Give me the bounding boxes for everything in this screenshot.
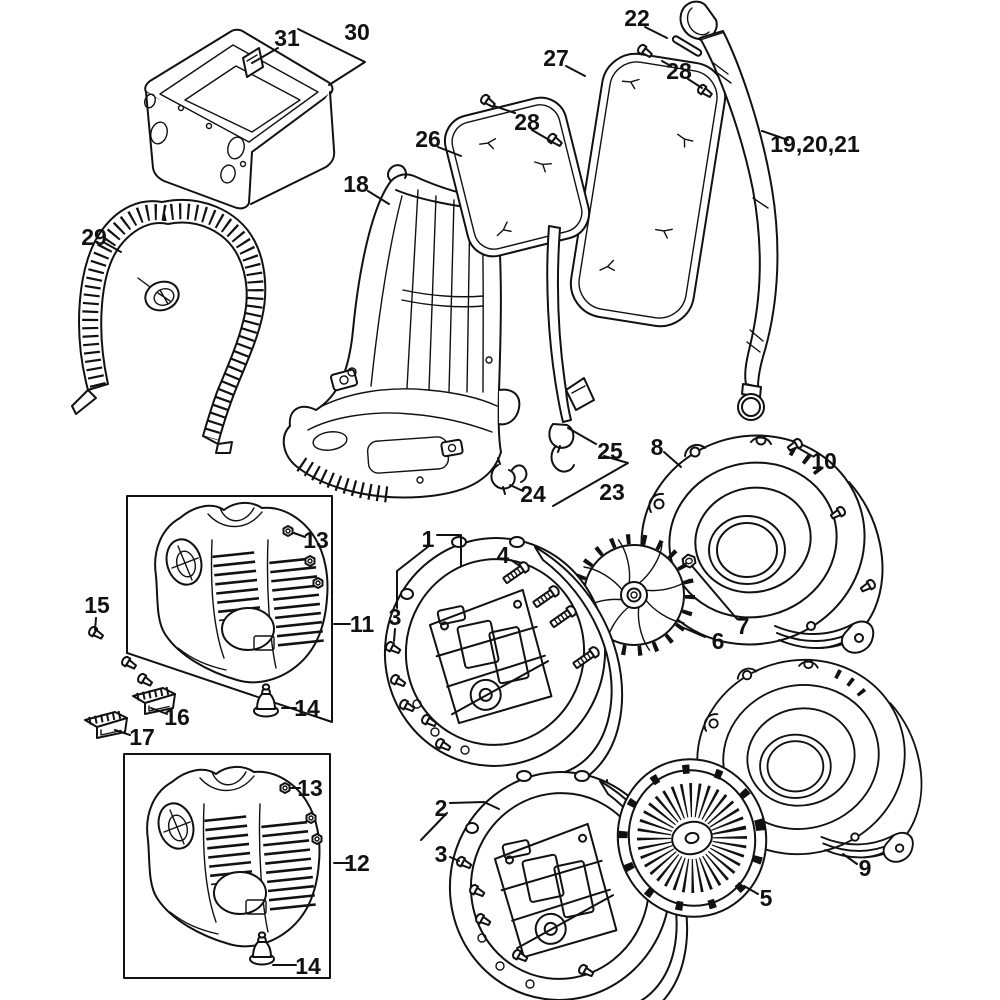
- callout-16: 16: [164, 704, 190, 730]
- callout-4: 4: [497, 542, 510, 568]
- rubber-foot-14-upper: [253, 683, 279, 718]
- callout-15: 15: [84, 592, 110, 618]
- engine-cover-11-drawing: [155, 503, 327, 682]
- callout-18: 18: [343, 171, 369, 197]
- hook-drawing: [490, 457, 528, 495]
- callout-6: 6: [712, 628, 725, 654]
- callout-1: 1: [422, 526, 435, 552]
- engine-cover-12-group: [123, 753, 331, 979]
- group-box-11: [126, 495, 333, 723]
- callout-11: 11: [350, 611, 375, 637]
- engine-cover-11-group: [85, 496, 332, 738]
- backpack-frame-drawing: [282, 164, 521, 503]
- short-strap-drawing: [546, 225, 595, 473]
- callout-28-right: 28: [666, 58, 692, 84]
- callout-7: 7: [737, 613, 750, 639]
- callout-22: 22: [624, 5, 650, 31]
- callout-5: 5: [760, 885, 773, 911]
- leader-lines: [94, 26, 858, 966]
- callout-2: 2: [435, 795, 448, 821]
- callout-3-upper: 3: [389, 604, 402, 630]
- callout-14-upper: 14: [294, 695, 320, 721]
- group-box-12: [123, 753, 331, 979]
- backrest-pad-large-drawing: [569, 52, 727, 328]
- callout-13-lower: 13: [297, 775, 323, 801]
- callout-29: 29: [81, 224, 107, 250]
- callout-24: 24: [520, 481, 546, 507]
- frame-trim-drawing: [71, 198, 267, 454]
- callout-31: 31: [274, 25, 300, 51]
- callout-14-lower: 14: [295, 953, 321, 979]
- callout-17: 17: [129, 724, 155, 750]
- engine-cover-12-drawing: [147, 767, 319, 946]
- callout-9: 9: [859, 855, 872, 881]
- callout-23: 23: [599, 479, 625, 505]
- callout-27: 27: [543, 45, 569, 71]
- pin-drawing: [671, 35, 703, 57]
- callout-12: 12: [344, 850, 370, 876]
- shoulder-strap-drawing: [679, 0, 779, 421]
- callout-30: 30: [344, 19, 370, 45]
- callout-3-lower: 3: [435, 841, 448, 867]
- callout-25: 25: [597, 438, 623, 464]
- callout-26: 26: [415, 126, 441, 152]
- callout-10: 10: [811, 448, 837, 474]
- callout-13-upper: 13: [303, 527, 329, 553]
- callout-19-20-21: 19,20,21: [770, 131, 860, 157]
- callout-8: 8: [651, 434, 664, 460]
- toolbox-drawing: [144, 28, 336, 210]
- callout-28-mid: 28: [514, 109, 540, 135]
- vent-17-drawing: [85, 712, 127, 738]
